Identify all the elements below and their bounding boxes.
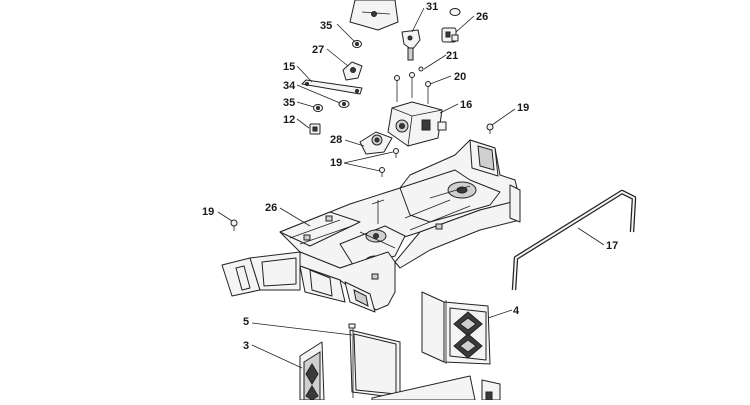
part-19-screw-d — [230, 219, 238, 231]
part-20-screws — [394, 72, 431, 104]
callout-12: 12 — [283, 114, 295, 126]
callout-31: 31 — [426, 1, 438, 13]
callout-19-center: 19 — [330, 157, 342, 169]
callout-27: 27 — [312, 44, 324, 56]
callout-16: 16 — [460, 99, 472, 111]
part-19-screw-b — [393, 148, 399, 158]
top-bracket — [349, 0, 399, 31]
bottom-panel — [371, 375, 501, 401]
part-35-nut-top — [352, 40, 362, 48]
callout-3: 3 — [243, 340, 249, 352]
callout-15: 15 — [283, 61, 295, 73]
callout-34: 34 — [283, 80, 296, 92]
part-12-clip — [309, 123, 321, 135]
top-washer — [449, 8, 461, 16]
callout-17: 17 — [606, 240, 618, 252]
part-16-actuator — [387, 101, 447, 147]
callout-26-top: 26 — [476, 11, 488, 23]
callout-labels: 35 31 26 27 21 20 15 34 35 16 19 12 28 1… — [202, 1, 618, 352]
callout-35-mid: 35 — [283, 97, 295, 109]
callout-20: 20 — [454, 71, 466, 83]
part-3-door — [299, 341, 325, 401]
callout-21: 21 — [446, 50, 458, 62]
callout-35-top: 35 — [320, 20, 332, 32]
part-27-cam — [342, 61, 363, 81]
callout-26-housing: 26 — [265, 202, 277, 214]
callout-19-left: 19 — [202, 206, 214, 218]
leader-lines — [217, 7, 605, 369]
part-15-lever — [301, 79, 363, 95]
part-26-clip — [441, 27, 459, 43]
part-17-wire-frame — [511, 189, 637, 291]
part-5-door — [348, 323, 401, 399]
part-26-housing — [221, 139, 521, 313]
part-21-screw — [418, 66, 424, 72]
callout-4: 4 — [513, 305, 520, 317]
part-4-door — [421, 291, 491, 365]
callout-5: 5 — [243, 316, 249, 328]
part-31-knob — [401, 29, 421, 61]
part-19-screw-a — [486, 123, 494, 134]
part-34-spacer — [338, 100, 350, 108]
part-19-screw-c — [379, 167, 385, 177]
callout-19-right: 19 — [517, 102, 529, 114]
part-35-nut-mid — [313, 104, 323, 112]
callout-28: 28 — [330, 134, 342, 146]
part-28-mount — [359, 131, 393, 155]
